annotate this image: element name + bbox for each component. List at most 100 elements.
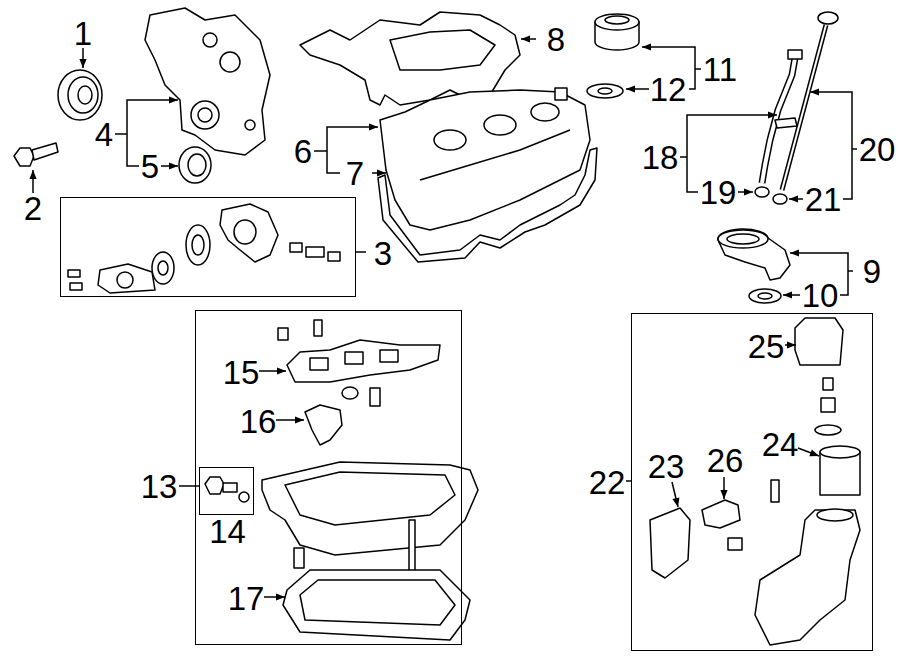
timing-cover (145, 8, 270, 155)
oil-filter-parts (771, 480, 779, 502)
oil-pan-parts (278, 328, 288, 340)
callout-number: 1 (74, 17, 92, 50)
oil-pan-parts (305, 405, 342, 445)
valve-cover (380, 90, 590, 230)
water-pump-parts (220, 204, 278, 262)
callout-number: 21 (805, 183, 842, 216)
timing-cover (145, 8, 270, 155)
callout-number: 8 (547, 23, 565, 56)
dipstick (782, 12, 838, 190)
valve-cover (420, 130, 570, 180)
filler-tube (727, 234, 759, 244)
leader-lines (314, 150, 327, 152)
callout-number: 18 (642, 141, 679, 174)
dipstick-tube (788, 50, 802, 59)
parts-group-frame: 14 (199, 467, 254, 515)
callout-number: 17 (228, 582, 265, 615)
water-pump-parts (234, 220, 256, 244)
leader-lines (372, 172, 386, 174)
pulley (58, 70, 102, 120)
oil-filter-parts (815, 425, 841, 435)
water-pump-parts (70, 283, 82, 290)
filler-seal (749, 289, 781, 303)
water-pump-parts (306, 247, 324, 257)
oil-pan-parts (283, 570, 470, 640)
dipstick (782, 25, 826, 190)
callout-number: 23 (648, 450, 685, 483)
oil-pan-parts (345, 352, 363, 364)
oil-pan-parts (310, 358, 328, 370)
oil-pan-parts (370, 388, 380, 406)
oil-filter-parts (817, 509, 853, 521)
parts-group-frame: 3 (60, 197, 356, 297)
cap-seal (587, 84, 623, 98)
oil-filter-parts (795, 318, 843, 365)
bolt (14, 148, 34, 166)
washers (755, 187, 787, 204)
leader-lines (672, 482, 678, 507)
pulley (78, 86, 92, 104)
dipstick-tube (762, 50, 802, 183)
oil-filter-parts (823, 378, 833, 390)
oil-pan-parts (262, 462, 478, 555)
leader-lines (848, 270, 853, 272)
dipstick-tube (775, 118, 797, 128)
engine-cover (390, 30, 495, 70)
leader-lines (723, 477, 725, 499)
callout-number: 15 (223, 356, 260, 389)
callout-number: 14 (209, 514, 246, 547)
parts-group-frame: 2223242526 (631, 313, 873, 651)
leader-lines (264, 596, 285, 598)
callout-number: 9 (863, 255, 881, 288)
water-pump-parts (186, 225, 210, 265)
oil-filter-parts (820, 446, 860, 458)
oil-pan-parts (300, 580, 455, 625)
dipstick (818, 12, 838, 24)
leader-lines (276, 419, 304, 421)
oil-filter-parts (821, 398, 835, 412)
water-pump-parts (328, 252, 340, 261)
oil-pressure-sensor (223, 483, 237, 492)
oil-pan-parts (262, 320, 478, 640)
callout-number: 19 (700, 176, 737, 209)
pulley (68, 77, 98, 113)
oil-pressure-sensor (205, 477, 249, 502)
leader-lines (680, 156, 687, 158)
filler-tube (718, 229, 790, 280)
callout-number: 16 (240, 405, 277, 438)
bolt (32, 143, 58, 160)
timing-cover (191, 101, 219, 129)
water-pump-parts (158, 261, 168, 275)
callout-number: 22 (589, 466, 626, 499)
water-pump-parts (290, 243, 302, 252)
callout-number: 3 (374, 237, 392, 270)
pulley (58, 70, 102, 120)
callout-number: 6 (294, 135, 312, 168)
callout-number: 5 (141, 150, 159, 183)
valve-cover (555, 88, 567, 100)
oil-pan-parts (380, 350, 398, 362)
leader-lines (115, 133, 127, 135)
leader-lines (33, 39, 857, 597)
front-seal (179, 147, 211, 183)
leader-lines (738, 191, 753, 193)
water-pump-parts (68, 270, 80, 277)
callout-number: 11 (703, 53, 737, 86)
water-pump-parts (68, 204, 340, 293)
leader-lines (626, 88, 649, 90)
callout-number: 25 (748, 330, 785, 363)
callout-number: 24 (762, 428, 799, 461)
oil-pressure-sensor (239, 492, 249, 502)
valve-cover (380, 88, 590, 230)
dipstick (782, 25, 826, 190)
oil-pan-parts (342, 387, 358, 399)
leader-lines (259, 370, 286, 372)
oil-cap (595, 14, 639, 50)
oil-pan-parts (285, 472, 455, 525)
valve-cover (434, 130, 466, 150)
water-pump-parts (192, 235, 204, 255)
oil-filter-parts (650, 508, 690, 578)
timing-cover (198, 108, 212, 122)
filler-seal (749, 289, 781, 303)
oil-filter-parts (755, 510, 860, 645)
